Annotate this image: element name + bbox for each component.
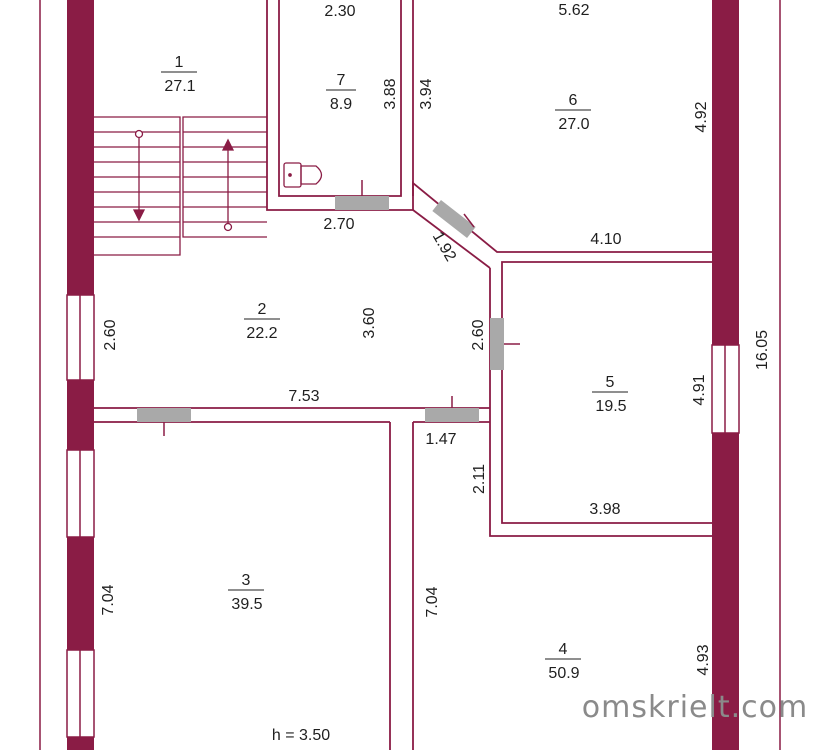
- door-room-4: [425, 408, 479, 422]
- toilet-icon: [283, 162, 323, 188]
- watermark: omskrielt.com: [582, 690, 808, 725]
- stair-up-arrow-icon: [221, 138, 235, 232]
- ceiling-height-note: h = 3.50: [272, 727, 330, 744]
- dim-3-94: 3.94: [418, 78, 435, 109]
- room-6-number: 6: [569, 92, 578, 109]
- dim-1-47: 1.47: [425, 431, 456, 448]
- dim-5-62: 5.62: [558, 2, 589, 19]
- staircase: [94, 116, 267, 256]
- room-4-area: 50.9: [548, 665, 579, 682]
- room-1-number: 1: [175, 54, 184, 71]
- door-room-5: [490, 318, 504, 370]
- dim-2-60-mid: 2.60: [470, 319, 487, 350]
- room-7-number: 7: [337, 72, 346, 89]
- room-6-area: 27.0: [558, 116, 589, 133]
- dim-4-91: 4.91: [691, 374, 708, 405]
- dim-4-93: 4.93: [695, 644, 712, 675]
- dim-2-70: 2.70: [323, 216, 354, 233]
- door-room-6: [432, 199, 476, 239]
- door-room-7: [335, 196, 389, 210]
- dim-7-04-mid: 7.04: [424, 586, 441, 617]
- room-3-number: 3: [242, 572, 251, 589]
- dim-1-92: 1.92: [429, 229, 459, 265]
- dim-4-10: 4.10: [590, 231, 621, 248]
- room-4-number: 4: [559, 641, 568, 658]
- exterior-walls: [67, 0, 739, 750]
- room-1-area: 27.1: [164, 78, 195, 95]
- windows: [66, 294, 740, 738]
- outer-outline: [39, 0, 781, 750]
- dim-2-60-left: 2.60: [102, 319, 119, 350]
- room-2-area: 22.2: [246, 325, 277, 342]
- room-2-number: 2: [258, 301, 267, 318]
- stair-down-arrow-icon: [132, 129, 146, 222]
- dim-16-05: 16.05: [754, 330, 771, 370]
- dim-2-11: 2.11: [471, 464, 488, 494]
- dim-3-98: 3.98: [589, 501, 620, 518]
- dim-7-53: 7.53: [288, 388, 319, 405]
- doors: [137, 180, 520, 436]
- room-5-number: 5: [606, 374, 615, 391]
- room-3-area: 39.5: [231, 596, 262, 613]
- dim-2-30: 2.30: [324, 3, 355, 20]
- dim-3-60: 3.60: [361, 307, 378, 338]
- dimension-labels: 2.30 5.62 3.88 3.94 4.92 2.70 1.92 4.10 …: [100, 2, 771, 676]
- dim-4-92: 4.92: [693, 101, 710, 132]
- room-labels: 1 27.1 7 8.9 6 27.0 2 22.2 5 19.5 3 39.5…: [161, 54, 628, 682]
- door-room-3: [137, 408, 191, 422]
- room-7-area: 8.9: [330, 96, 352, 113]
- dim-7-04-left: 7.04: [100, 584, 117, 615]
- dim-3-88: 3.88: [382, 78, 399, 109]
- room-5-area: 19.5: [595, 398, 626, 415]
- interior-walls: [94, 0, 712, 750]
